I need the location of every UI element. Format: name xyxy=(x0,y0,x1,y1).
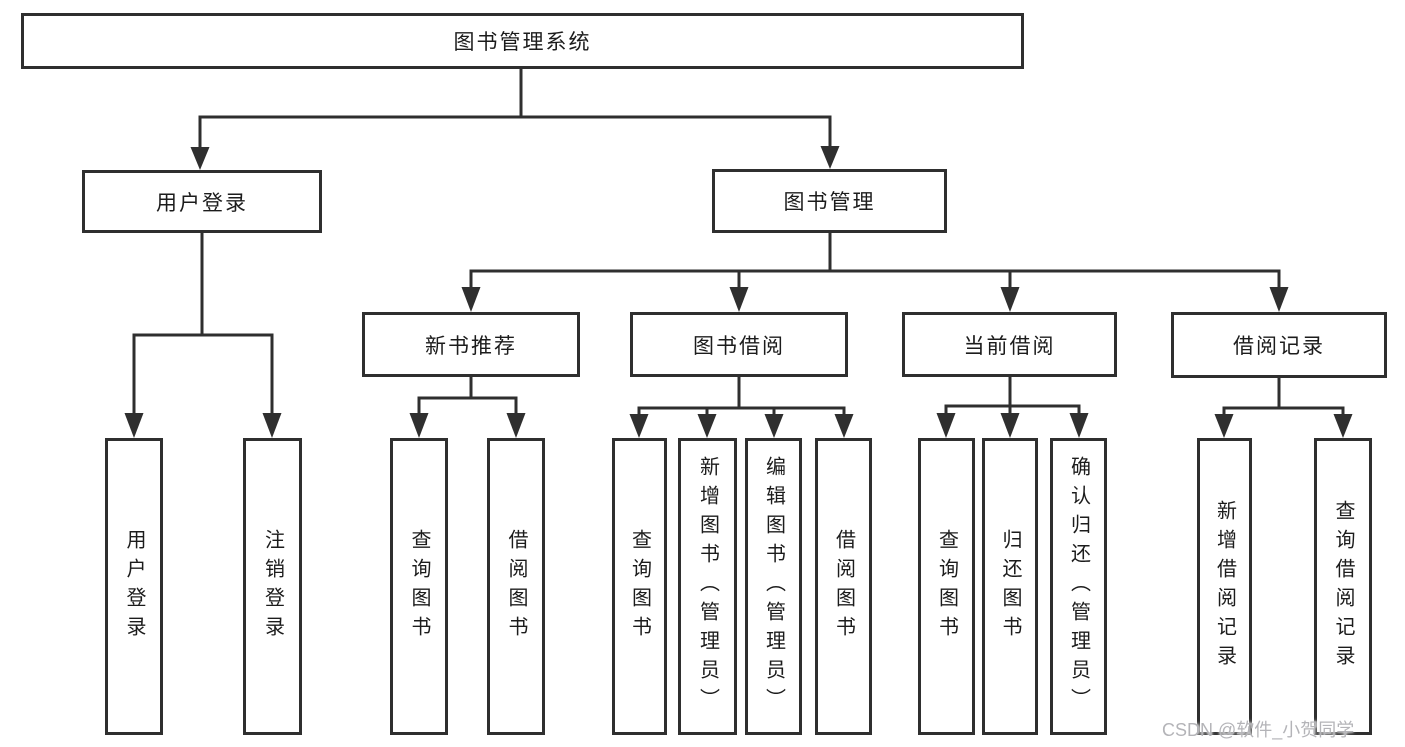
node-label: 查询借阅记录 xyxy=(1332,499,1354,674)
leaf-query-borrow-record: 查询借阅记录 xyxy=(1314,438,1372,735)
leaf-query-books-current: 查询图书 xyxy=(918,438,975,735)
node-label: 注销登录 xyxy=(261,528,284,645)
leaf-edit-book-admin: 编辑图书（管理员） xyxy=(745,438,802,735)
node-label: 查询图书 xyxy=(408,528,430,645)
connector-new-book-to-leaves xyxy=(409,377,526,438)
node-current-borrow: 当前借阅 xyxy=(902,312,1117,377)
node-label: 当前借阅 xyxy=(963,334,1056,358)
node-label: 编辑图书（管理员） xyxy=(762,456,785,717)
node-label: 借阅图书 xyxy=(832,528,855,645)
connector-root-to-level2 xyxy=(190,69,840,170)
leaf-user-login: 用户登录 xyxy=(105,438,163,735)
node-label: 用户登录 xyxy=(156,191,248,215)
connector-current-borrow-to-leaves xyxy=(936,377,1089,438)
leaf-add-borrow-record: 新增借阅记录 xyxy=(1197,438,1252,735)
node-label: 图书管理 xyxy=(783,191,876,214)
node-label: 归还图书 xyxy=(999,528,1021,645)
connector-book-mgmt-to-level3 xyxy=(461,233,1289,312)
node-label: 查询图书 xyxy=(935,528,958,645)
connector-borrow-records-to-leaves xyxy=(1214,377,1353,438)
node-user-login: 用户登录 xyxy=(82,170,322,233)
node-book-borrow: 图书借阅 xyxy=(630,312,848,377)
leaf-borrow-books-recommend: 借阅图书 xyxy=(487,438,545,735)
node-label: 新书推荐 xyxy=(425,334,517,358)
node-label: 新增借阅记录 xyxy=(1213,499,1236,674)
node-borrow-records: 借阅记录 xyxy=(1171,312,1387,378)
node-book-management: 图书管理 xyxy=(712,169,947,233)
leaf-query-books-recommend: 查询图书 xyxy=(390,438,448,735)
leaf-borrow-book: 借阅图书 xyxy=(815,438,872,735)
leaf-return-book: 归还图书 xyxy=(982,438,1038,735)
leaf-confirm-return-admin: 确认归还（管理员） xyxy=(1050,438,1107,735)
node-label: 查询图书 xyxy=(628,528,651,645)
node-label: 新增图书（管理员） xyxy=(696,456,719,717)
connector-user-login-to-leaves xyxy=(124,233,282,438)
node-label: 借阅记录 xyxy=(1233,335,1325,358)
leaf-logout: 注销登录 xyxy=(243,438,302,735)
node-label: 图书借阅 xyxy=(693,334,785,358)
leaf-query-books-borrow: 查询图书 xyxy=(612,438,667,735)
node-root-system: 图书管理系统 xyxy=(21,13,1024,69)
node-label: 确认归还（管理员） xyxy=(1067,456,1090,717)
leaf-add-book-admin: 新增图书（管理员） xyxy=(678,438,737,735)
connector-book-borrow-to-leaves xyxy=(629,377,854,438)
node-new-book-recommend: 新书推荐 xyxy=(362,312,580,377)
node-label: 图书管理系统 xyxy=(453,31,592,54)
node-label: 借阅图书 xyxy=(505,528,527,645)
node-label: 用户登录 xyxy=(123,528,145,645)
watermark: CSDN @软件_小贺同学 xyxy=(1162,720,1355,740)
